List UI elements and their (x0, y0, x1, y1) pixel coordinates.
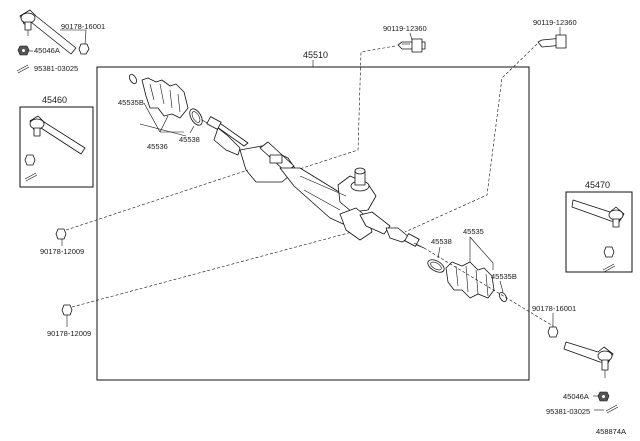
right-lock-label: 45046A (563, 392, 589, 401)
bolt-right-dash (404, 43, 538, 233)
tie-rod-end-bottom-right (563, 341, 614, 378)
boot-clip-left (128, 74, 138, 84)
left-cotter-pin-label: 95381-03025 (34, 64, 78, 73)
main-assembly-frame (96, 66, 530, 381)
main-assembly-label: 45510 (303, 50, 328, 60)
steering-rack-housing (139, 118, 425, 249)
nut-top-left (78, 43, 90, 55)
left-tie-rod-end-box (19, 106, 94, 188)
lock-nut-left (17, 45, 30, 56)
bolt-left-dash (280, 45, 396, 176)
right-tie-rod-end-box (565, 191, 633, 273)
boot-left (141, 77, 189, 119)
bolt-left-label: 90119-12360 (383, 24, 427, 33)
left-lock-label: 45046A (34, 46, 60, 55)
left-tie-rod-end-assy-label: 45460 (42, 95, 67, 105)
left-boot-clip-label: 45535B (118, 98, 144, 107)
leader-left-clip (143, 102, 161, 133)
tie-rod-end-top-left (19, 9, 77, 55)
boot-clip-right (498, 292, 508, 302)
nut-lower-dash (71, 231, 353, 308)
nut-right-box (603, 246, 615, 258)
cotter-pin-left-box (24, 172, 38, 182)
nut-mount-upper (55, 228, 67, 240)
right-cotter-pin-label: 95381-03025 (546, 407, 590, 416)
left-clamp-label: 45538 (179, 135, 200, 144)
tie-rod-end-in-left-box (29, 115, 86, 155)
right-nut-label: 90178-16001 (532, 304, 576, 313)
tie-rod-end-in-right-box (571, 199, 625, 228)
bolt-right-label: 90119-12360 (533, 18, 577, 27)
nut-mount-upper-label: 90178-12009 (40, 247, 84, 256)
drawing-number: 458874A (596, 427, 626, 436)
right-boot-clip-label: 45535B (491, 272, 517, 281)
left-boot-label: 45536 (147, 142, 168, 151)
right-tie-rod-dash (423, 247, 554, 327)
nut-mount-lower-label: 90178-12009 (47, 329, 91, 338)
right-boot-label: 45535 (463, 227, 484, 236)
cotter-pin-right-box (602, 263, 616, 273)
clamp-left (189, 108, 203, 126)
right-clamp-label: 45538 (431, 237, 452, 246)
nut-bottom-right (547, 326, 559, 338)
bolt-left (397, 38, 426, 53)
left-nut-label: 90178-16001 (61, 22, 105, 31)
inner-tie-rod-left (201, 116, 222, 130)
nut-mount-lower (61, 304, 73, 316)
nut-left-box (24, 154, 36, 166)
bolt-right (537, 34, 567, 49)
boot-right (445, 261, 495, 299)
lock-nut-right (597, 391, 610, 402)
nut-upper-dash (65, 169, 249, 231)
clamp-right (427, 259, 445, 273)
right-tie-rod-end-assy-label: 45470 (585, 180, 610, 190)
inner-tie-rod-right (404, 233, 425, 249)
cotter-pin-left (16, 64, 30, 74)
cotter-pin-right (605, 404, 619, 414)
